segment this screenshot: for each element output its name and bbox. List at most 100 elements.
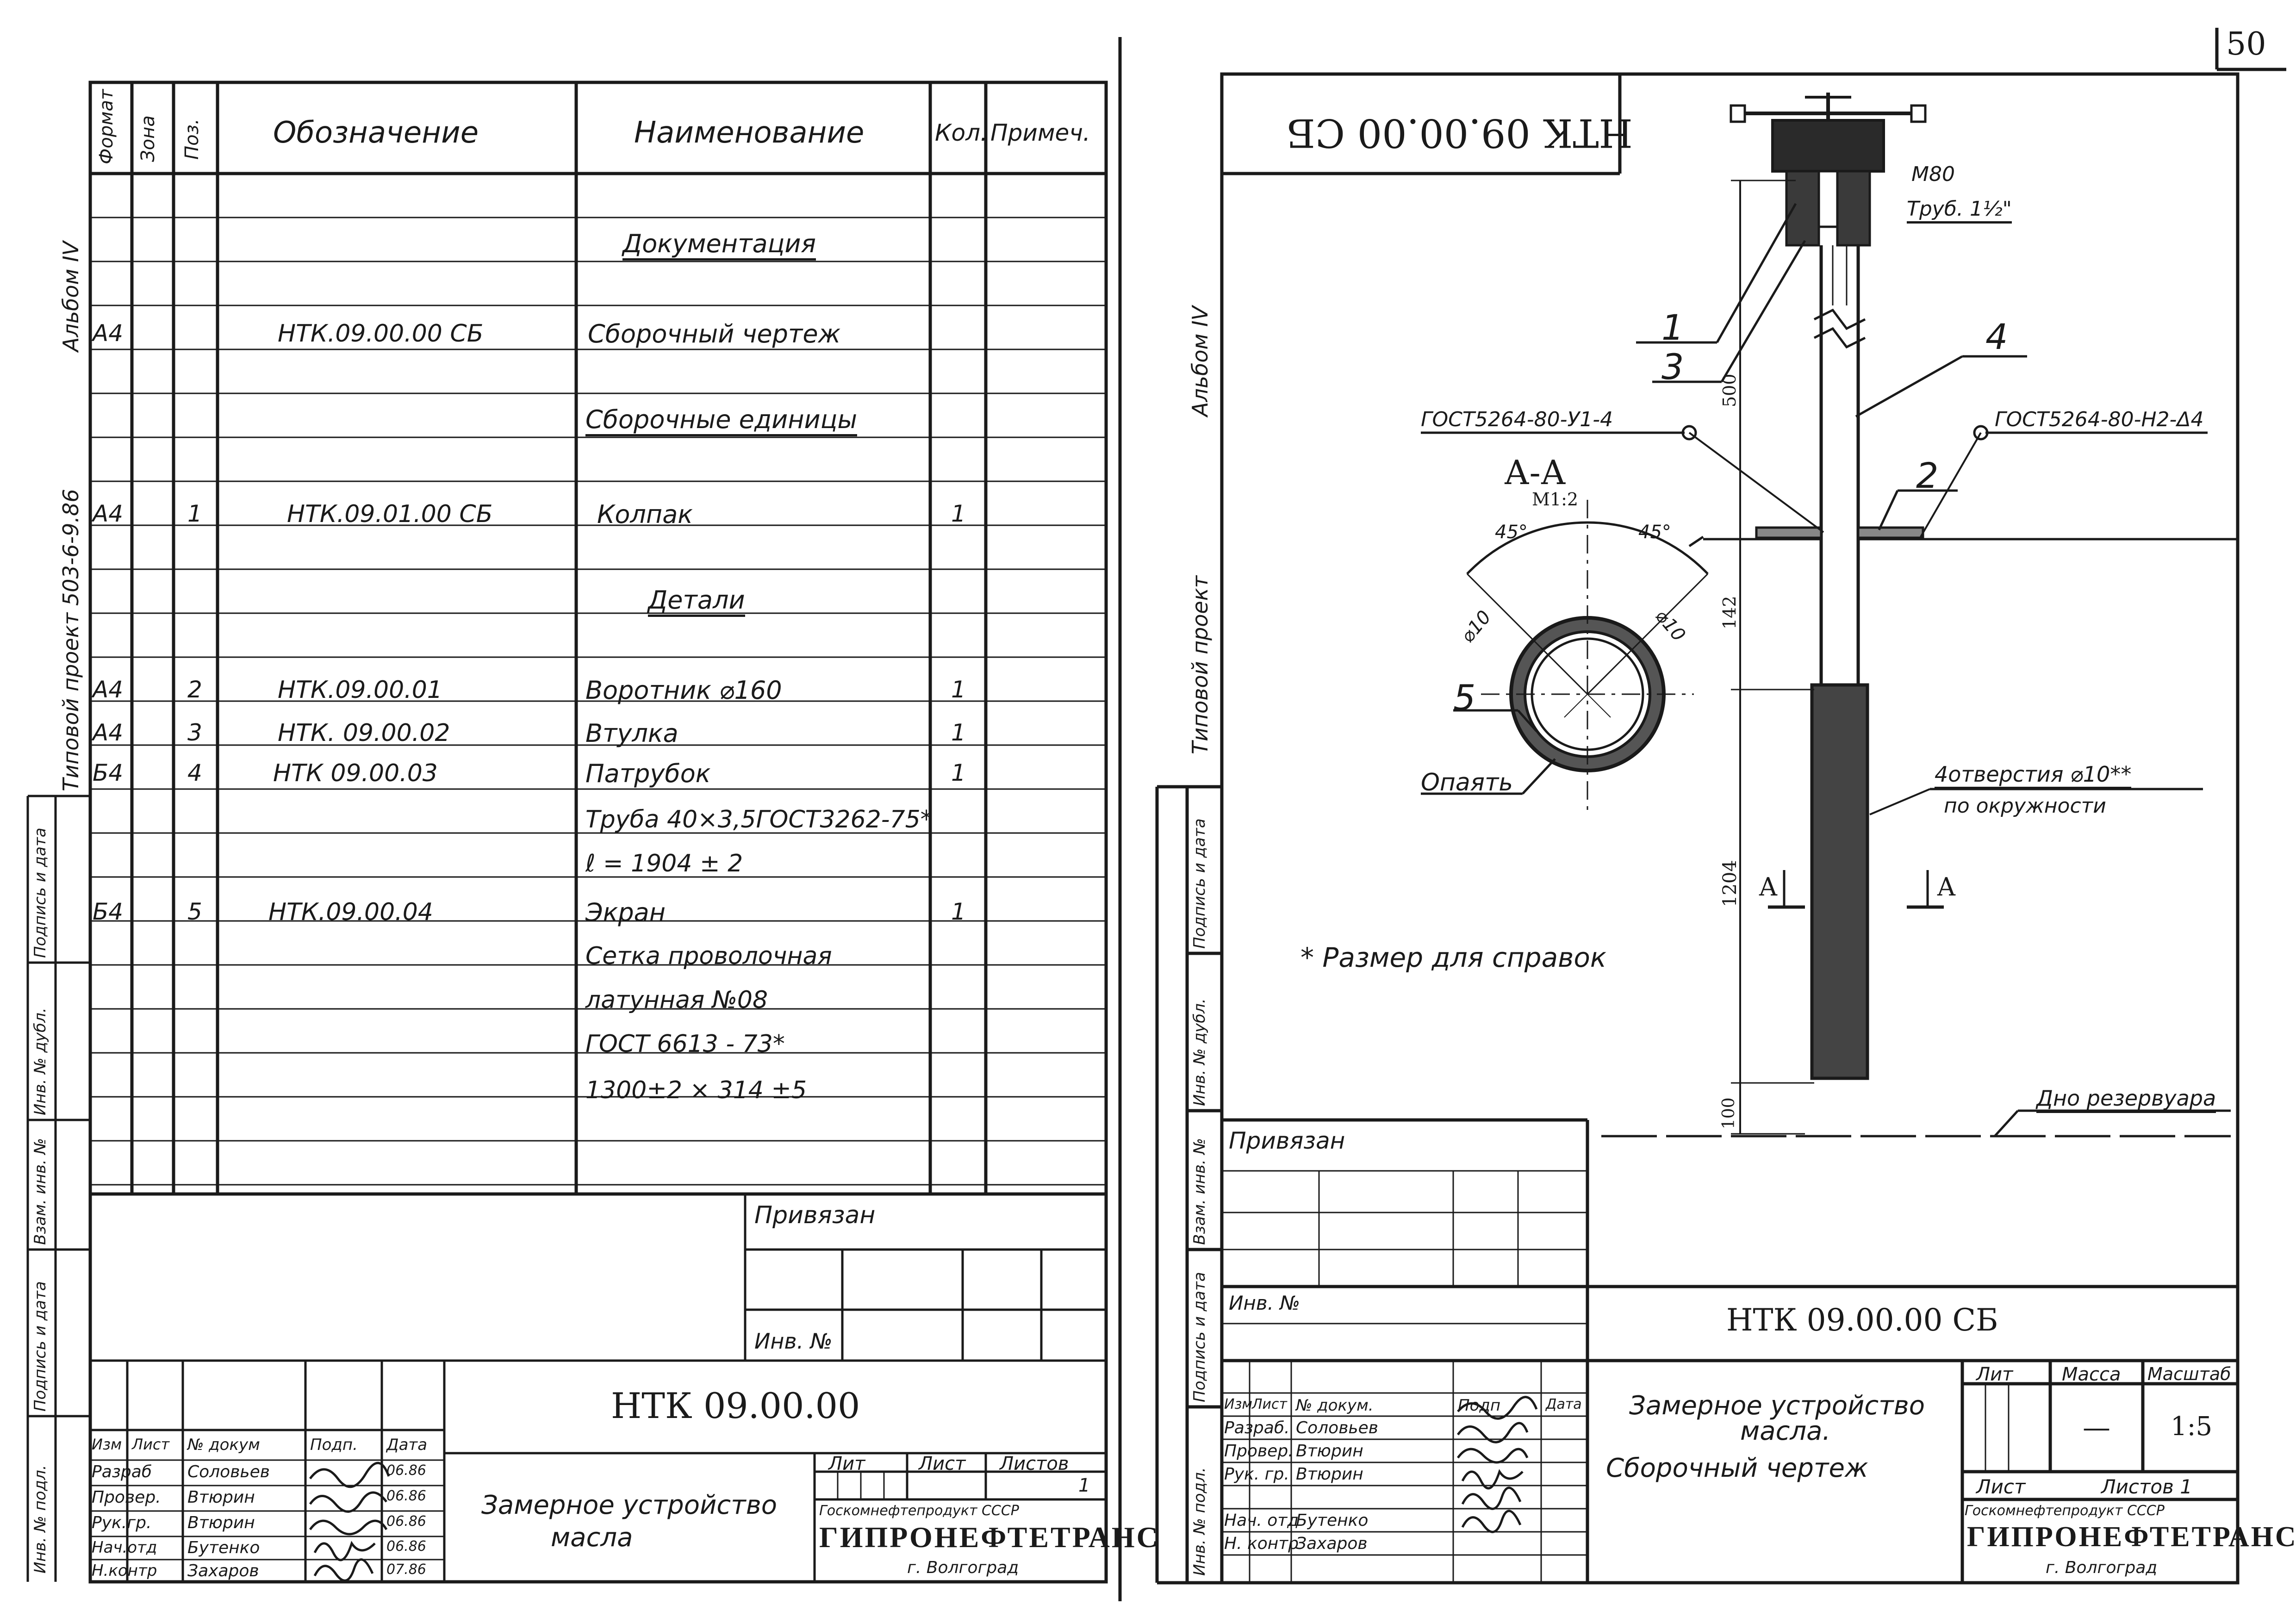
label-pos-3: 3 xyxy=(1661,346,1684,387)
right-mirrored-code: НТК 09.00.00 СБ xyxy=(1287,110,1633,155)
right-sig-h-date: Дата xyxy=(1546,1396,1582,1412)
left-sig-h-sign: Подп. xyxy=(310,1436,358,1454)
row-designation: НТК 09.00.03 xyxy=(273,759,438,787)
right-lit-label: Лит xyxy=(1976,1364,2013,1385)
left-signer-5-date: 07.86 xyxy=(386,1561,426,1578)
left-sig-h-date: Дата xyxy=(386,1436,428,1454)
right-title-name-2: масла. xyxy=(1740,1416,1831,1446)
right-sheets-label: Листов 1 xyxy=(2101,1475,2192,1498)
section-assemblies: Сборочные единицы xyxy=(585,407,858,436)
left-sig-h-izm: Изм xyxy=(92,1436,122,1453)
row-format: Б4 xyxy=(93,898,124,925)
label-pipe-size: Труб. 1½" xyxy=(1907,199,2012,224)
label-angle-1: 45° xyxy=(1495,522,1528,543)
right-side-stamp-4: Подпись и дата xyxy=(1190,1272,1209,1402)
label-tank-bottom: Дно резервуара xyxy=(2036,1088,2216,1113)
left-title-name-1: Замерное устройство xyxy=(481,1490,778,1520)
left-signer-1-role: Разраб xyxy=(92,1462,152,1481)
row-format: Б4 xyxy=(93,759,124,786)
right-signer-3-role: Рук. гр. xyxy=(1224,1465,1289,1484)
left-inv-label: Инв. № xyxy=(754,1329,833,1354)
dim-100: 100 xyxy=(1719,1097,1738,1129)
right-vertical-project: Типовой проект xyxy=(1188,575,1213,754)
mesh-line-2: латунная №08 xyxy=(585,986,768,1014)
note-reference: * Размер для справок xyxy=(1300,942,1606,973)
label-pos-1: 1 xyxy=(1661,307,1684,348)
right-org-3: г. Волгоград xyxy=(2046,1558,2158,1577)
assembly-drawing xyxy=(1421,93,2238,1138)
row-qty: 1 xyxy=(951,500,966,527)
left-signer-3-date: 06.86 xyxy=(386,1513,426,1530)
col-header-designation: Обозначение xyxy=(273,116,479,150)
left-sig-h-list: Лист xyxy=(132,1436,170,1453)
row-name: Колпак xyxy=(597,500,693,529)
left-signer-5-name: Захаров xyxy=(187,1561,259,1580)
left-sheets-label: Листов xyxy=(1000,1453,1069,1474)
right-signer-5-role: Н. контр xyxy=(1224,1534,1299,1553)
row-designation: НТК. 09.00.02 xyxy=(278,719,450,747)
right-vertical-album: Альбом IV xyxy=(1188,306,1213,417)
left-title-code: НТК 09.00.00 xyxy=(611,1385,860,1426)
col-header-note: Примеч. xyxy=(990,119,1090,146)
left-org-3: г. Волгоград xyxy=(907,1558,1019,1577)
right-title-name-3: Сборочный чертеж xyxy=(1606,1453,1868,1483)
label-pos-2: 2 xyxy=(1916,455,1939,496)
label-angle-2: 45° xyxy=(1638,522,1671,543)
right-sig-h-izm: Изм xyxy=(1224,1396,1253,1412)
right-signer-5-name: Захаров xyxy=(1296,1534,1368,1553)
right-side-stamp-3: Взам. инв. № xyxy=(1190,1138,1209,1245)
left-signer-3-name: Втюрин xyxy=(187,1513,255,1532)
left-sig-h-doc: № докум xyxy=(187,1436,260,1454)
label-holes-2: по окружности xyxy=(1944,794,2106,818)
right-org-logo: ГИПРОНЕФТЕТРАНС xyxy=(1967,1521,2296,1553)
row-format: А4 xyxy=(93,320,124,347)
dim-500: 500 xyxy=(1719,373,1740,407)
left-tied-label: Привязан xyxy=(754,1201,876,1229)
row-pos: 2 xyxy=(187,676,202,703)
cut-mark-left: А xyxy=(1759,872,1778,902)
mesh-line-3: ГОСТ 6613 - 73* xyxy=(585,1030,785,1058)
page-number: 50 xyxy=(2226,26,2266,62)
left-org-1: Госкомнефтепродукт СССР xyxy=(819,1503,1019,1519)
right-mass-label: Масса xyxy=(2062,1364,2121,1385)
right-scale-label: Масштаб xyxy=(2147,1364,2231,1384)
row-format: А4 xyxy=(93,500,124,527)
row-qty: 1 xyxy=(951,719,966,746)
row-format: А4 xyxy=(93,676,124,703)
left-signer-4-date: 06.86 xyxy=(386,1538,426,1555)
left-signer-3-role: Рук.гр. xyxy=(92,1513,152,1532)
left-signer-5-role: Н.контр xyxy=(92,1561,157,1580)
label-weld-left: ГОСТ5264-80-У1-4 xyxy=(1421,408,1613,431)
left-signer-1-date: 06.86 xyxy=(386,1462,426,1479)
label-singe: Опаять xyxy=(1421,769,1513,796)
right-side-stamp-1: Подпись и дата xyxy=(1190,818,1209,949)
section-documentation: Документация xyxy=(622,231,816,261)
right-tied-label: Привязан xyxy=(1229,1127,1345,1154)
right-signer-1-name: Соловьев xyxy=(1296,1418,1378,1437)
row-name: Воротник ⌀160 xyxy=(585,676,782,705)
length-line: ℓ = 1904 ± 2 xyxy=(585,850,743,877)
right-signer-3-name: Втюрин xyxy=(1296,1465,1363,1484)
label-section-aa: А-А xyxy=(1504,453,1566,492)
row-designation: НТК.09.00.01 xyxy=(278,676,442,704)
label-section-scale: М1:2 xyxy=(1532,489,1579,510)
label-thread: М80 xyxy=(1911,162,1955,186)
row-designation: НТК.09.01.00 СБ xyxy=(287,500,493,528)
left-org-logo: ГИПРОНЕФТЕТРАНС xyxy=(819,1521,1160,1554)
left-signer-4-name: Бутенко xyxy=(187,1538,260,1557)
right-title-code: НТК 09.00.00 СБ xyxy=(1726,1302,1998,1338)
row-name: Втулка xyxy=(585,719,678,748)
right-signer-4-role: Нач. отд xyxy=(1224,1511,1299,1530)
pipe-line: Труба 40×3,5ГОСТ3262-75* xyxy=(585,806,933,833)
row-designation: НТК.09.00.04 xyxy=(268,898,433,926)
right-org-1: Госкомнефтепродукт СССР xyxy=(1965,1503,2165,1519)
right-sheet-label: Лист xyxy=(1976,1475,2026,1498)
right-signer-2-name: Втюрин xyxy=(1296,1442,1363,1461)
right-sig-h-list: Лист xyxy=(1252,1396,1288,1412)
row-pos: 5 xyxy=(187,898,202,925)
row-qty: 1 xyxy=(951,676,966,703)
row-qty: 1 xyxy=(951,759,966,786)
right-inv-label: Инв. № xyxy=(1229,1292,1300,1314)
row-pos: 3 xyxy=(187,719,202,746)
